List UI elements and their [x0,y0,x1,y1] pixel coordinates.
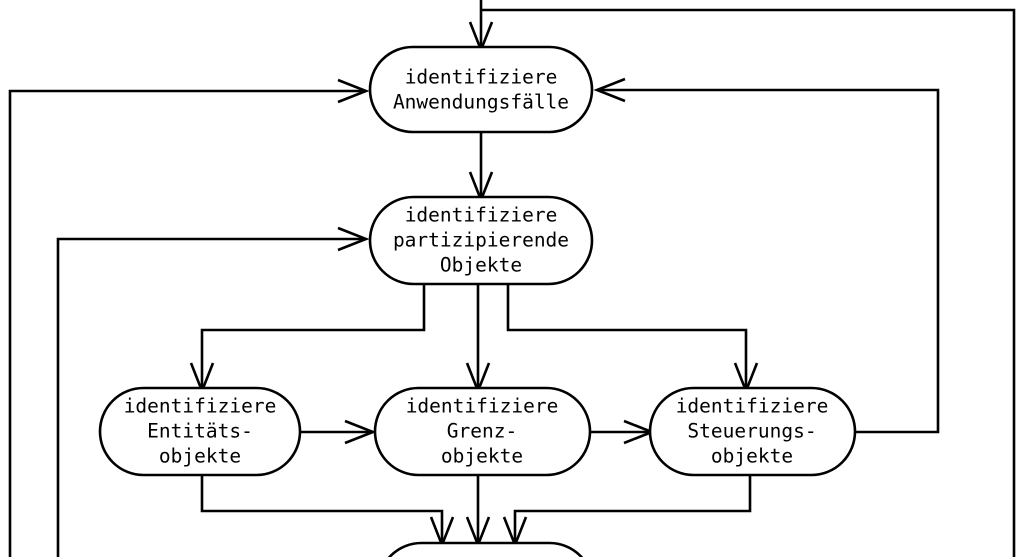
node-partizipierende-objekte-line3: Objekte [440,254,522,277]
edge-left-feedback-into-anwendungsfaelle [8,78,370,557]
node-grenzobjekte-line3: objekte [441,445,523,468]
edge-grenz-to-bottom [465,475,491,549]
edge-right-feedback-into-anwendungsfaelle [593,77,940,434]
edge-partizipierende-to-steuerungs [506,284,759,395]
node-partizipierende-objekte-line1: identifiziere [405,204,558,227]
node-grenzobjekte-line1: identifiziere [406,395,559,418]
node-steuerungsobjekte-line3: objekte [711,445,793,468]
edge-steuerungs-to-bottom [502,475,752,549]
edge-right-outer-rail [481,8,1016,557]
edge-top-into-anwendungsfaelle [468,0,494,54]
edge-anwendungsfaelle-to-partizipierende [468,132,494,204]
edge-grenz-to-steuerungs [590,419,656,445]
node-partizipierende-objekte-line2: partizipierende [393,229,569,252]
node-entitaetsobjekte-line3: objekte [159,445,241,468]
node-steuerungsobjekte-line1: identifiziere [676,395,829,418]
node-anwendungsfaelle-line1: identifiziere [405,66,558,89]
edge-entitaets-to-grenz [300,419,377,445]
node-steuerungsobjekte[interactable]: identifiziere Steuerungs- objekte [648,386,857,477]
edge-entitaets-to-bottom [200,475,455,549]
node-steuerungsobjekte-line2: Steuerungs- [687,420,816,443]
node-anwendungsfaelle[interactable]: identifiziere Anwendungsfälle [368,45,594,134]
node-grenzobjekte-line2: Grenz- [447,420,517,443]
edge-partizipierende-to-grenz [465,284,491,395]
node-entitaetsobjekte[interactable]: identifiziere Entitäts- objekte [98,386,302,477]
node-entitaetsobjekte-line1: identifiziere [124,395,277,418]
node-partizipierende-objekte[interactable]: identifiziere partizipierende Objekte [368,195,594,286]
node-anwendungsfaelle-line2: Anwendungsfälle [393,91,569,114]
edge-partizipierende-to-entitaets [189,284,426,395]
edge-left-feedback-into-partizipierende [56,226,370,557]
node-bottom-cropped[interactable] [378,541,593,557]
node-entitaetsobjekte-line2: Entitäts- [147,420,253,443]
node-grenzobjekte[interactable]: identifiziere Grenz- objekte [373,386,592,477]
